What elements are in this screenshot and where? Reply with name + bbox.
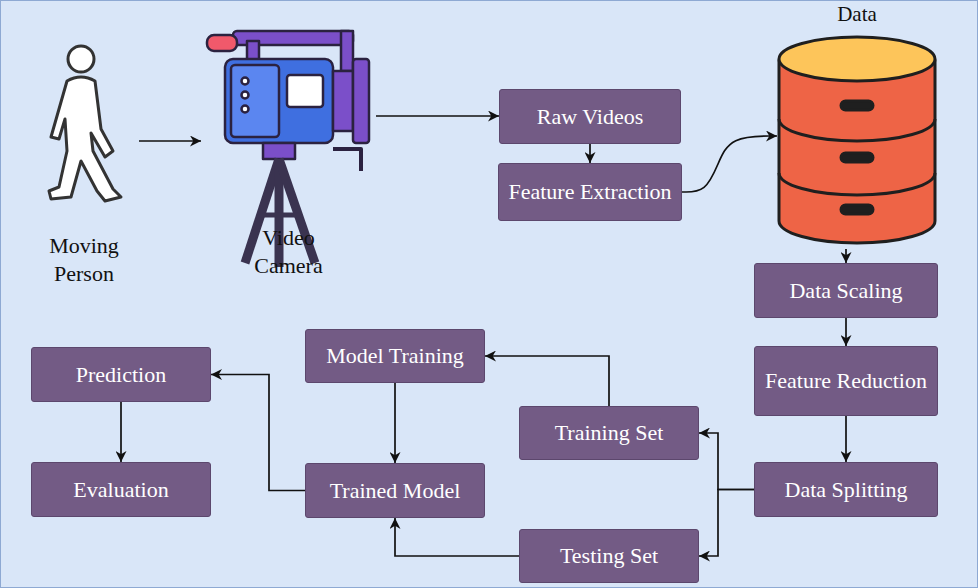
flow-arrow	[139, 140, 201, 142]
flow-arrow	[845, 318, 847, 346]
process-box: Feature Extraction	[498, 163, 682, 221]
flow-arrow	[699, 490, 754, 557]
flow-arrow	[211, 375, 305, 491]
process-box: Testing Set	[519, 529, 699, 583]
flow-arrow	[845, 416, 847, 462]
camera-node: Video Camera	[201, 25, 376, 281]
person-figure	[49, 46, 121, 201]
node-label: Video Camera	[239, 224, 339, 281]
process-box: Evaluation	[31, 462, 211, 517]
node-label: Data	[837, 3, 877, 26]
box-label: Feature Reduction	[765, 368, 927, 394]
process-box: Training Set	[519, 406, 699, 460]
box-label: Training Set	[555, 420, 664, 446]
process-box: Raw Videos	[499, 89, 681, 144]
box-label: Prediction	[76, 362, 166, 388]
flow-arrow	[395, 518, 519, 556]
person-node: Moving Person	[29, 39, 139, 289]
box-label: Feature Extraction	[508, 179, 671, 205]
node-label: Moving Person	[34, 232, 134, 289]
process-box: Data Scaling	[754, 263, 938, 318]
process-box: Feature Reduction	[754, 346, 938, 416]
flow-arrow	[699, 433, 754, 490]
database-figure	[779, 37, 935, 243]
box-label: Model Training	[326, 343, 464, 369]
database-node: Data	[777, 3, 937, 249]
box-label: Evaluation	[73, 477, 168, 503]
flow-arrow	[589, 144, 591, 163]
box-label: Testing Set	[560, 543, 658, 569]
box-label: Data Scaling	[789, 278, 902, 304]
flow-arrow	[120, 402, 122, 462]
process-box: Trained Model	[305, 463, 485, 518]
process-box: Prediction	[31, 347, 211, 402]
flow-arrow	[845, 249, 847, 263]
box-label: Trained Model	[330, 478, 461, 504]
flow-arrow	[485, 356, 609, 406]
flow-arrow	[376, 115, 499, 117]
box-label: Raw Videos	[537, 104, 643, 130]
box-label: Data Splitting	[785, 477, 908, 503]
process-box: Model Training	[305, 329, 485, 383]
flow-arrow	[394, 383, 396, 463]
process-box: Data Splitting	[754, 462, 938, 517]
flow-arrow	[682, 136, 777, 192]
